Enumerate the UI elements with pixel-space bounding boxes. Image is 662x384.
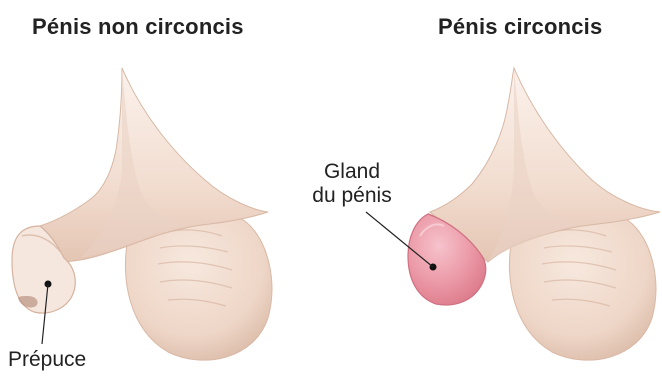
uncircumcised-illustration [12, 68, 272, 384]
title-circumcised: Pénis circoncis [438, 14, 602, 40]
label-glans-line1: Gland [300, 160, 404, 184]
label-glans-line2: du pénis [300, 184, 404, 208]
title-uncircumcised: Pénis non circoncis [32, 14, 244, 40]
label-prepuce: Prépuce [8, 348, 86, 372]
circumcised-illustration [366, 68, 660, 360]
label-glans: Gland du pénis [300, 160, 404, 208]
